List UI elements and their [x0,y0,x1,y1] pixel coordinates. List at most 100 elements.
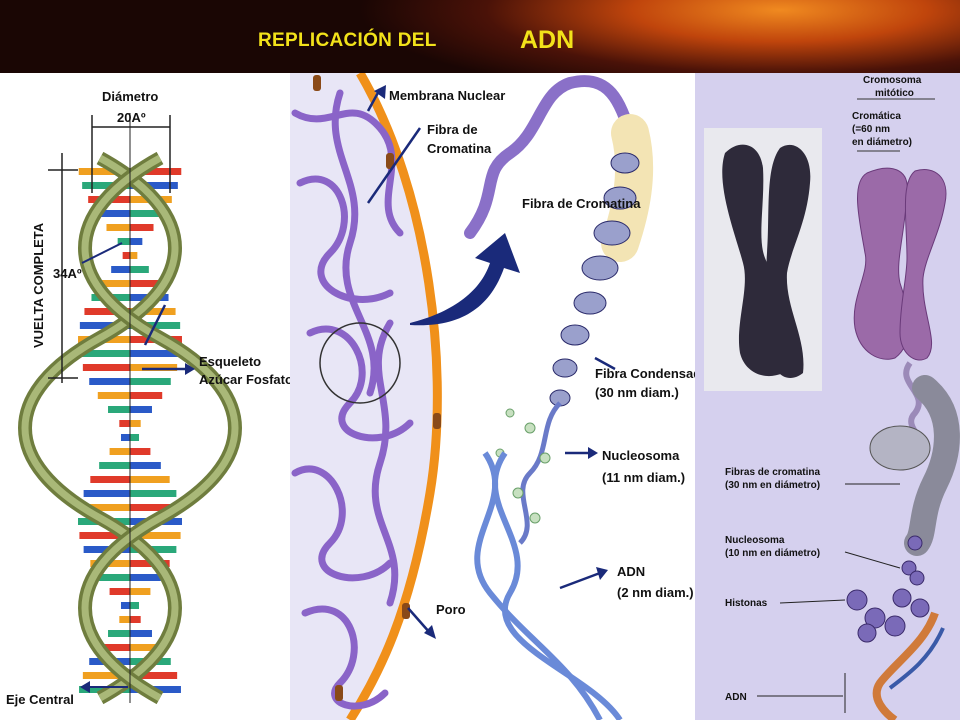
chromatin-label-line1: Fibra de [427,122,478,137]
pore-arrow [407,607,431,634]
axis-arrowhead [80,681,90,693]
backbone-strand-a [18,151,182,705]
turn-arrow [81,242,123,264]
base-pair-right [130,406,152,413]
base-pair-right [130,434,140,441]
base-pair-right [130,574,161,581]
turn-value: 34Aº [53,266,82,281]
backbone-arrow-1 [143,304,167,346]
condensed-arrow [594,356,616,371]
base-pair-left [79,504,130,511]
pore-label: Poro [436,602,466,617]
base-pair-right [130,490,177,497]
nucleosome-beads [846,535,930,643]
nucleus-illustration: Membrana Nuclear Fibra de Cromatina Fibr… [290,73,695,720]
base-pair-right [130,266,149,273]
base-pair-right [130,644,163,651]
base-pair-right [130,616,141,623]
base-pair-right [130,602,140,609]
nucleosome-label-line2: (10 nm en diámetro) [725,548,820,559]
chromatid-label-line3: en diámetro) [852,137,912,148]
base-pair-left [108,630,130,637]
chromatin-label-line2: Cromatina [427,141,492,156]
base-pair-right [130,672,178,679]
base-pair-left [97,644,130,651]
dna-strand-blue [888,627,945,690]
nucleus-panel: Membrana Nuclear Fibra de Cromatina Fibr… [290,73,695,720]
nuclear-membrane [346,73,442,720]
base-pair-right [130,364,178,371]
base-pair-right [130,280,160,287]
fibers-label-line1: Fibras de cromatina [725,467,820,478]
base-pair-left [78,168,130,175]
base-pair-right [130,476,170,483]
micrograph-chromosome [722,144,811,378]
base-pair-left [99,574,130,581]
base-pair-right [130,210,164,217]
histones-leader [779,599,846,604]
zoom-arrow [410,233,520,326]
solenoid-coil [869,425,931,471]
base-pair-left [109,588,130,595]
base-pair-left [79,532,130,539]
nucleosome-leader [844,551,901,569]
chromosome-panel: Cromosoma mitótico Cromática (=60 nm en … [695,73,960,720]
dna-strand-b [491,451,623,720]
base-pair-right [130,224,154,231]
dna-arrow [559,571,601,590]
base-pair-right [130,462,161,469]
base-pair-left [111,266,130,273]
central-axis-label: Eje Central [6,692,74,707]
base-pair-left [79,350,130,357]
fiber-label: Fibra de Cromatina [522,196,641,211]
nucleosome-label-line2: (11 nm diam.) [602,470,685,485]
base-pair-left [96,210,130,217]
chromosome-illustration: Cromosoma mitótico Cromática (=60 nm en … [704,75,960,720]
dna-label-line2: (2 nm diam.) [617,585,694,600]
condensed-label-line1: Fibra Condensada [595,366,695,381]
backbone-label-line1: Esqueleto [199,354,261,369]
base-pair-right [130,504,181,511]
base-pair-left [109,448,130,455]
histones-label: Histonas [725,598,768,609]
base-pair-left [84,308,130,315]
fibers-label-line2: (30 nm en diámetro) [725,480,820,491]
base-pair-right [130,182,178,189]
condensed-fiber-coils [549,152,640,407]
base-pair-right [130,532,181,539]
chromatid-label-line2: (=60 nm [852,124,890,135]
backbone-strand-a-highlight [21,154,179,702]
base-pair-left [100,280,130,287]
nucleosome-arrowhead [588,447,598,459]
membrane-label: Membrana Nuclear [389,88,505,103]
base-pair-left [119,420,130,427]
base-pair-left [122,252,130,259]
base-pair-left [120,602,130,609]
base-pair-left [90,476,130,483]
slide-title-part2: ADN [520,26,575,54]
membrane-arrowhead [374,85,386,99]
nucleoplasm [290,73,438,720]
zoom-circle [319,322,401,404]
chromatid-label-line1: Cromática [852,111,901,122]
base-pair-right [130,420,141,427]
base-pair-right [130,630,152,637]
base-pair-right [130,308,176,315]
dna-helix-panel: Diámetro 20Aº VUELTA COMPLETA 34Aº Esque… [0,73,290,720]
base-pair-left [117,238,130,245]
base-pair-left [99,462,130,469]
mitotic-label-line2: mitótico [875,88,914,99]
base-pair-right [130,168,182,175]
nucleosome-string [518,401,562,545]
base-pair-right [130,252,138,259]
base-pair-right [130,378,171,385]
solenoid-fiber [904,375,960,556]
base-pair-left [82,364,130,371]
dna-strand [872,611,939,720]
chromatin-arrow [366,127,422,204]
nucleosome-label-line1: Nucleosoma [725,535,785,546]
base-pair-right [130,350,181,357]
base-pairs [78,168,182,693]
slide-title-part1: REPLICACIÓN DEL [258,30,437,51]
base-pair-left [89,378,130,385]
